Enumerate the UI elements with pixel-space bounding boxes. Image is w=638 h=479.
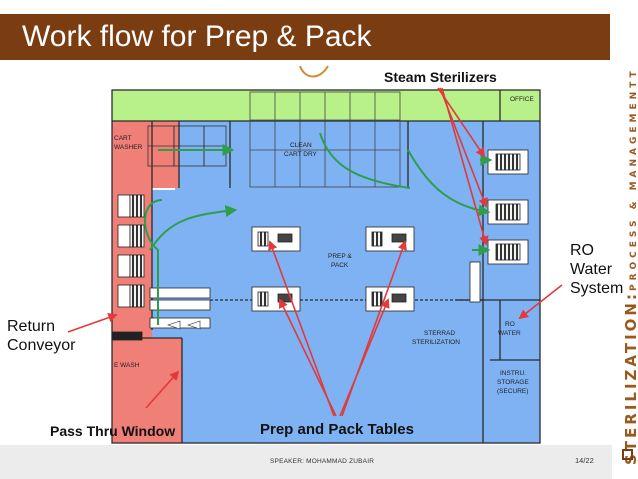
callout-ro-line2: Water bbox=[570, 261, 613, 278]
callout-arrows bbox=[67, 87, 563, 417]
label-prep-2: PACK bbox=[331, 262, 349, 269]
office-room bbox=[499, 89, 541, 122]
workflow-arrows bbox=[144, 132, 493, 325]
label-ro-1: RO bbox=[505, 321, 515, 328]
label-sterrad-2: STERILIZATION bbox=[412, 339, 460, 346]
label-cart-washer-1: CART bbox=[114, 135, 132, 142]
label-prep-1: PREP & bbox=[328, 253, 352, 260]
side-title-sub: PROCESS & MANAGEMENTT bbox=[629, 67, 638, 291]
label-ro-2: WATER bbox=[498, 330, 521, 337]
callout-return-line2: Conveyor bbox=[7, 337, 76, 354]
speaker-label: SPEAKER: MOHAMMAD ZUBAIR bbox=[270, 458, 375, 465]
label-sterrad-1: STERRAD bbox=[424, 330, 455, 337]
label-cart-washer-2: WASHER bbox=[114, 144, 143, 151]
wash-zone-red bbox=[112, 338, 182, 443]
label-instru-3: (SECURE) bbox=[497, 388, 528, 395]
label-office: OFFICE bbox=[510, 96, 534, 103]
label-clean-cart-1: CLEAN bbox=[290, 142, 312, 149]
callout-pass-thru-window: Pass Thru Window bbox=[50, 423, 176, 439]
side-title-square bbox=[622, 449, 633, 460]
page-number: 14/22 bbox=[575, 456, 594, 465]
decon-zone-red-top bbox=[112, 121, 179, 188]
callout-return-line1: Return bbox=[7, 318, 56, 335]
callout-steam-sterilizers: Steam Sterilizers bbox=[384, 69, 497, 85]
conveyor-arrows bbox=[167, 320, 201, 330]
building-outline bbox=[111, 89, 541, 444]
callout-ro-line1: RO bbox=[570, 242, 594, 259]
clean-zone-green bbox=[112, 90, 540, 121]
title-bar bbox=[0, 14, 610, 60]
label-wash: E WASH bbox=[114, 362, 140, 369]
slide-title: Work flow for Prep & Pack bbox=[22, 20, 372, 53]
footer-bar bbox=[0, 445, 612, 479]
label-clean-cart-2: CART DRY bbox=[284, 151, 318, 158]
door-swing-arc bbox=[299, 65, 329, 78]
side-title-main: STERILIZATION: bbox=[622, 291, 638, 465]
callout-ro-line3: System bbox=[570, 280, 624, 297]
label-instru-2: STORAGE bbox=[497, 379, 529, 386]
side-title: STERILIZATION:PROCESS & MANAGEMENTT bbox=[621, 67, 638, 465]
clean-cart-dry-racks bbox=[249, 91, 401, 188]
callout-prep-pack-tables: Prep and Pack Tables bbox=[260, 421, 414, 438]
decon-workstations bbox=[117, 194, 145, 308]
steam-sterilizer-units bbox=[469, 149, 529, 303]
prep-zone-blue-left bbox=[150, 190, 180, 340]
label-instru-1: INSTRU. bbox=[500, 370, 526, 377]
